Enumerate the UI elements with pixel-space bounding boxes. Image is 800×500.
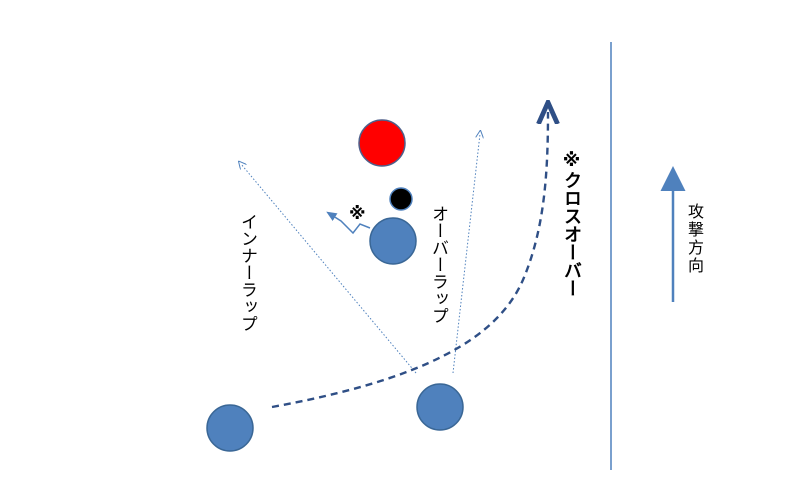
inner-lap-label: インナーラップ [237, 213, 257, 332]
crossover-label: ※クロスオーバー [561, 150, 582, 297]
inner-lap-arrow [241, 164, 417, 374]
ball [389, 187, 413, 211]
note-mark: ※ [349, 204, 366, 224]
player-crossover [206, 404, 254, 452]
player-ball-holder [369, 217, 417, 265]
over-lap-arrow [452, 134, 480, 374]
over-lap-label: オーバーラップ [428, 205, 448, 324]
attack-direction-label: 攻撃方向 [685, 203, 704, 275]
dribble-zigzag-arrow [326, 211, 371, 235]
opponent-player [358, 119, 406, 167]
player-overlap [416, 383, 464, 431]
crossover-path [271, 112, 548, 409]
